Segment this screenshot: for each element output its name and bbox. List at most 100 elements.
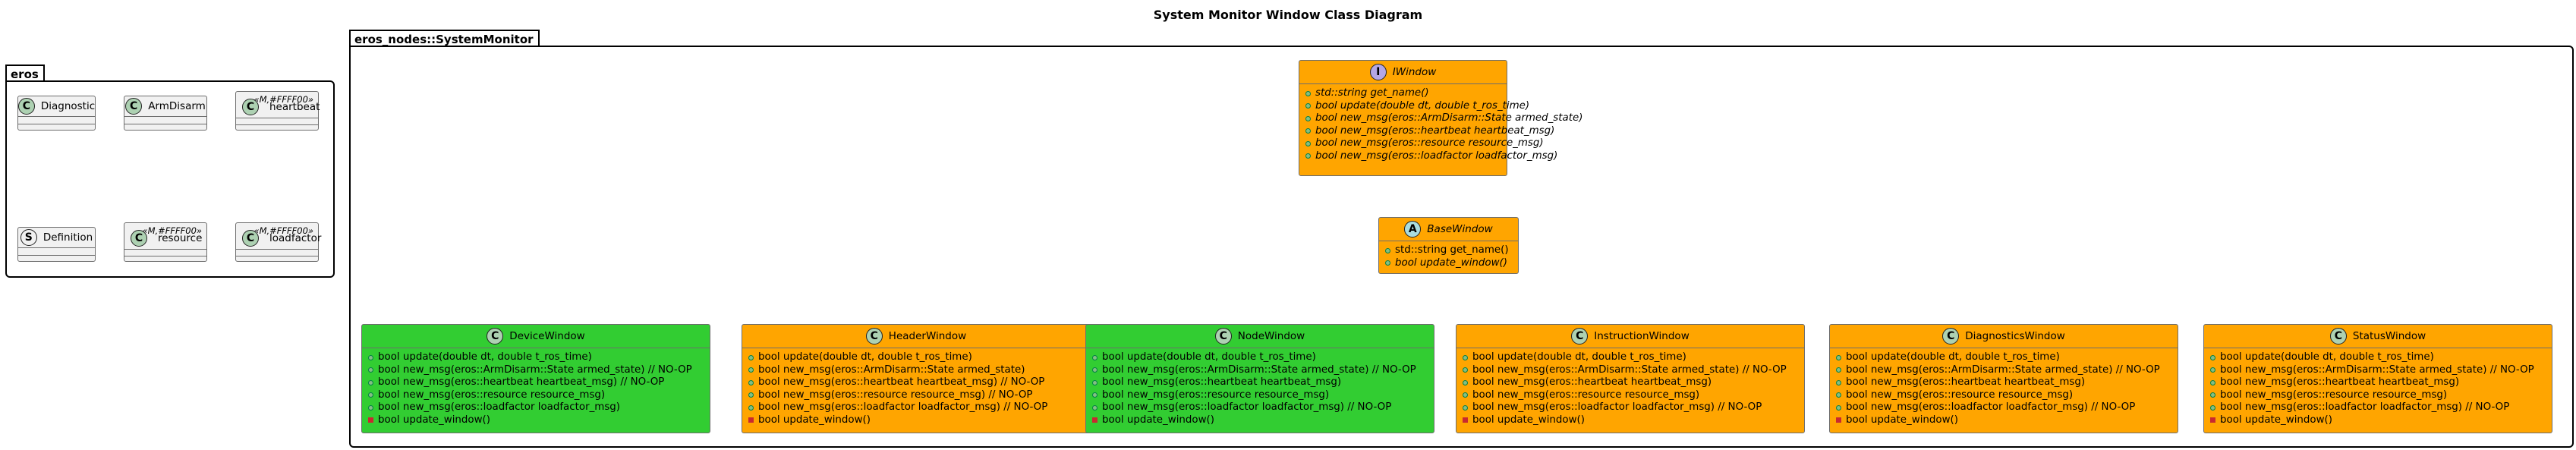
member-signature: bool new_msg(eros::ArmDisarm::State arme… [1315, 112, 1583, 124]
member-signature: std::string get_name() [1315, 87, 1429, 99]
public-visibility-icon [1092, 379, 1097, 385]
member-signature: std::string get_name() [1395, 244, 1509, 256]
class-name: Definition [43, 231, 93, 244]
class-member: bool new_msg(eros::ArmDisarm::State arme… [748, 364, 1090, 377]
member-list: std::string get_name()bool update(double… [1299, 84, 1582, 163]
class-member: bool update_window() [1463, 414, 1804, 427]
class-member: bool new_msg(eros::resource resource_msg… [1836, 389, 2178, 402]
member-list: bool update(double dt, double t_ros_time… [742, 348, 1090, 426]
public-visibility-icon [1463, 379, 1468, 385]
member-list: std::string get_name()bool update_window… [1379, 241, 1518, 269]
member-signature: bool new_msg(eros::loadfactor loadfactor… [378, 401, 621, 413]
member-signature: bool update_window() [1102, 414, 1214, 426]
class-diagnostic[interactable]: C Diagnostic [17, 96, 96, 131]
class-member: bool new_msg(eros::heartbeat heartbeat_m… [2210, 376, 2552, 389]
member-list: bool update(double dt, double t_ros_time… [1830, 348, 2178, 426]
member-signature: bool new_msg(eros::resource resource_msg… [2220, 389, 2448, 401]
class-member: bool new_msg(eros::heartbeat heartbeat_m… [1463, 376, 1804, 389]
member-signature: bool new_msg(eros::resource resource_msg… [758, 389, 1033, 401]
member-signature: bool update(double dt, double t_ros_time… [378, 351, 592, 363]
class-armdisarm[interactable]: C ArmDisarm [124, 96, 207, 131]
abstract-class-basewindow[interactable]: A BaseWindow std::string get_name()bool u… [1378, 217, 1519, 274]
public-visibility-icon [2210, 404, 2215, 411]
public-visibility-icon [2210, 392, 2215, 398]
member-signature: bool new_msg(eros::heartbeat heartbeat_m… [1472, 376, 1712, 388]
class-member: bool new_msg(eros::resource resource_msg… [1092, 389, 1434, 402]
class-member: bool update_window() [748, 414, 1090, 427]
member-signature: bool new_msg(eros::loadfactor loadfactor… [1472, 401, 1762, 413]
public-visibility-icon [1092, 404, 1097, 411]
public-visibility-icon [1463, 354, 1468, 360]
member-signature: bool new_msg(eros::heartbeat heartbeat_m… [1315, 124, 1555, 137]
class-name: heartbeat [269, 101, 320, 113]
class-name: ArmDisarm [148, 100, 206, 112]
class-member: bool new_msg(eros::resource resource_msg… [368, 389, 710, 402]
private-visibility-icon [368, 417, 373, 423]
public-visibility-icon [748, 379, 754, 385]
class-member: bool update(double dt, double t_ros_time… [1305, 100, 1529, 113]
class-member: bool new_msg(eros::heartbeat heartbeat_m… [1836, 376, 2178, 389]
member-signature: bool new_msg(eros::ArmDisarm::State arme… [1472, 363, 1787, 376]
class-member: bool new_msg(eros::loadfactor loadfactor… [1092, 401, 1434, 414]
public-visibility-icon [368, 379, 373, 385]
class-spot-icon: C [1214, 328, 1232, 345]
member-signature: bool new_msg(eros::resource resource_msg… [1102, 389, 1330, 401]
member-signature: bool new_msg(eros::resource resource_msg… [1472, 389, 1700, 401]
class-spot-icon: C [242, 230, 259, 247]
class-name: StatusWindow [2352, 330, 2426, 342]
member-signature: bool update_window() [1395, 256, 1507, 269]
class-spot-icon: C [865, 328, 883, 345]
public-visibility-icon [1385, 247, 1390, 253]
member-signature: bool new_msg(eros::ArmDisarm::State arme… [2220, 363, 2534, 376]
class-definition[interactable]: S Definition [17, 227, 96, 262]
member-signature: bool update(double dt, double t_ros_time… [1846, 351, 2060, 363]
class-member: std::string get_name() [1385, 244, 1518, 257]
class-member: bool new_msg(eros::resource resource_msg… [748, 389, 1090, 402]
class-spot-icon: C [17, 98, 35, 115]
class-member: bool update(double dt, double t_ros_time… [748, 351, 1090, 364]
public-visibility-icon [1092, 354, 1097, 360]
member-signature: bool new_msg(eros::heartbeat heartbeat_m… [2220, 376, 2460, 388]
class-name: BaseWindow [1427, 223, 1493, 235]
public-visibility-icon [748, 392, 754, 398]
class-member: bool new_msg(eros::heartbeat heartbeat_m… [1092, 376, 1434, 389]
class-member: bool new_msg(eros::loadfactor loadfactor… [1463, 401, 1804, 414]
member-signature: bool new_msg(eros::resource resource_msg… [1315, 137, 1544, 149]
member-signature: bool new_msg(eros::resource resource_msg… [378, 389, 606, 401]
member-signature: bool new_msg(eros::ArmDisarm::State arme… [378, 363, 692, 376]
public-visibility-icon [748, 354, 754, 360]
member-list: bool update(double dt, double t_ros_time… [1456, 348, 1804, 426]
public-visibility-icon [368, 354, 373, 360]
class-member: std::string get_name() [1305, 87, 1507, 100]
class-name: Diagnostic [40, 100, 96, 112]
member-signature: bool new_msg(eros::heartbeat heartbeat_m… [1102, 376, 1342, 388]
class-spot-icon: C [1571, 328, 1589, 345]
abstract-spot-icon: A [1404, 221, 1422, 238]
stereotype-label: «M,#FFFF00» [142, 225, 202, 236]
class-spot-icon: C [125, 98, 143, 115]
public-visibility-icon [1836, 379, 1841, 385]
member-signature: bool new_msg(eros::ArmDisarm::State arme… [1102, 363, 1416, 376]
class-member: bool new_msg(eros::loadfactor loadfactor… [368, 401, 710, 414]
struct-spot-icon: S [20, 229, 37, 246]
member-list: bool update(double dt, double t_ros_time… [362, 348, 710, 426]
class-member: bool new_msg(eros::ArmDisarm::State arme… [2210, 364, 2552, 377]
public-visibility-icon [368, 367, 373, 373]
private-visibility-icon [1463, 417, 1468, 423]
class-name: DeviceWindow [509, 330, 585, 342]
private-visibility-icon [1092, 417, 1097, 423]
member-signature: bool new_msg(eros::heartbeat heartbeat_m… [758, 376, 1045, 388]
public-visibility-icon [748, 404, 754, 411]
class-member: bool new_msg(eros::loadfactor loadfactor… [1305, 150, 1557, 163]
class-member: bool new_msg(eros::resource resource_msg… [2210, 389, 2552, 402]
